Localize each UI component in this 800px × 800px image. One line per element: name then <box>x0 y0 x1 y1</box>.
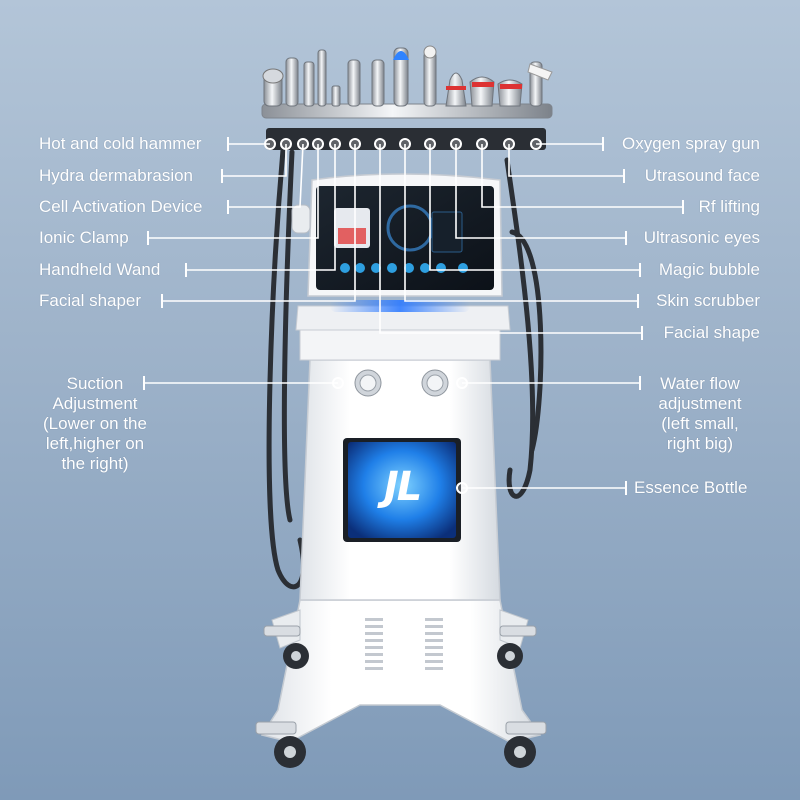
water-line-4: right big) <box>666 434 734 453</box>
callout-line-magic-bubble <box>429 144 640 271</box>
hoses <box>266 147 544 590</box>
callout-dot-handheld-wand <box>329 138 341 150</box>
callout-line-utrasound-face <box>508 144 624 177</box>
callout-line-facial-shape <box>379 144 642 334</box>
label-cell-activation-device: Cell Activation Device <box>39 197 203 216</box>
essence-bottle-window <box>343 438 461 542</box>
callout-dot-water-flow <box>456 377 468 389</box>
callout-line-skin-scrubber <box>404 144 638 302</box>
callout-dot-magic-bubble <box>424 138 436 150</box>
callout-lines <box>143 137 684 495</box>
machine-base <box>260 599 542 743</box>
callout-dot-hot-cold-hammer <box>264 138 276 150</box>
label-facial-shape: Facial shape <box>663 323 760 342</box>
label-handheld-wand: Handheld Wand <box>39 260 161 279</box>
suction-line-5: the right) <box>61 454 129 473</box>
caster-wheels <box>255 625 547 768</box>
label-ultrasonic-eyes: Ultrasonic eyes <box>643 228 760 247</box>
suction-line-3: (Lower on the <box>43 414 147 433</box>
water-line-2: adjustment <box>658 394 742 413</box>
label-magic-bubble: Magic bubble <box>658 260 760 279</box>
suction-line-1: Suction <box>66 374 124 393</box>
callout-dot-ultrasonic-eyes <box>450 138 462 150</box>
label-hydra-dermabrasion: Hydra dermabrasion <box>39 166 194 185</box>
suction-line-4: left,higher on <box>45 434 145 453</box>
label-ionic-clamp: Ionic Clamp <box>39 228 129 247</box>
suction-line-2: Adjustment <box>52 394 138 413</box>
callout-dot-suction <box>332 377 344 389</box>
callout-dot-rf-lifting <box>476 138 488 150</box>
callout-line-cell-activation <box>228 143 304 208</box>
brand-logo: JL <box>383 464 422 510</box>
label-suction-adjustment: Suction Adjustment (Lower on the left,hi… <box>30 374 160 474</box>
callout-dot-skin-scrubber <box>399 138 411 150</box>
callout-line-rf-lifting <box>481 144 683 208</box>
screen-housing <box>291 173 503 297</box>
label-water-flow-adjustment: Water flow adjustment (left small, right… <box>640 374 760 454</box>
label-utrasound-face: Utrasound face <box>644 166 760 185</box>
label-skin-scrubber: Skin scrubber <box>656 291 760 310</box>
callout-dot-facial-shaper <box>349 138 361 150</box>
label-rf-lifting: Rf lifting <box>698 197 760 216</box>
label-essence-bottle: Essence Bottle <box>634 478 748 497</box>
callout-dot-essence-bottle <box>456 482 468 494</box>
callout-line-facial-shaper <box>162 144 356 302</box>
callout-dot-cell-activation <box>297 138 309 150</box>
callout-dot-utrasound-face <box>503 138 515 150</box>
callout-dot-ionic-clamp <box>312 138 324 150</box>
label-oxygen-spray-gun: Oxygen spray gun <box>622 134 760 153</box>
callout-line-ionic-clamp <box>148 144 319 239</box>
label-facial-shaper: Facial shaper <box>39 291 142 310</box>
callout-dot-hydra-dermabrasion <box>280 138 292 150</box>
callout-dot-facial-shape <box>374 138 386 150</box>
callout-line-ultrasonic-eyes <box>455 144 626 239</box>
water-line-3: (left small, <box>661 414 739 433</box>
label-hot-and-cold-hammer: Hot and cold hammer <box>39 134 202 153</box>
callout-line-hydra-dermabrasion <box>222 144 287 177</box>
handpiece-accents <box>262 45 553 90</box>
callout-dot-oxygen-spray-gun <box>530 138 542 150</box>
callout-line-handheld-wand <box>186 144 336 271</box>
water-line-1: Water flow <box>660 374 740 393</box>
